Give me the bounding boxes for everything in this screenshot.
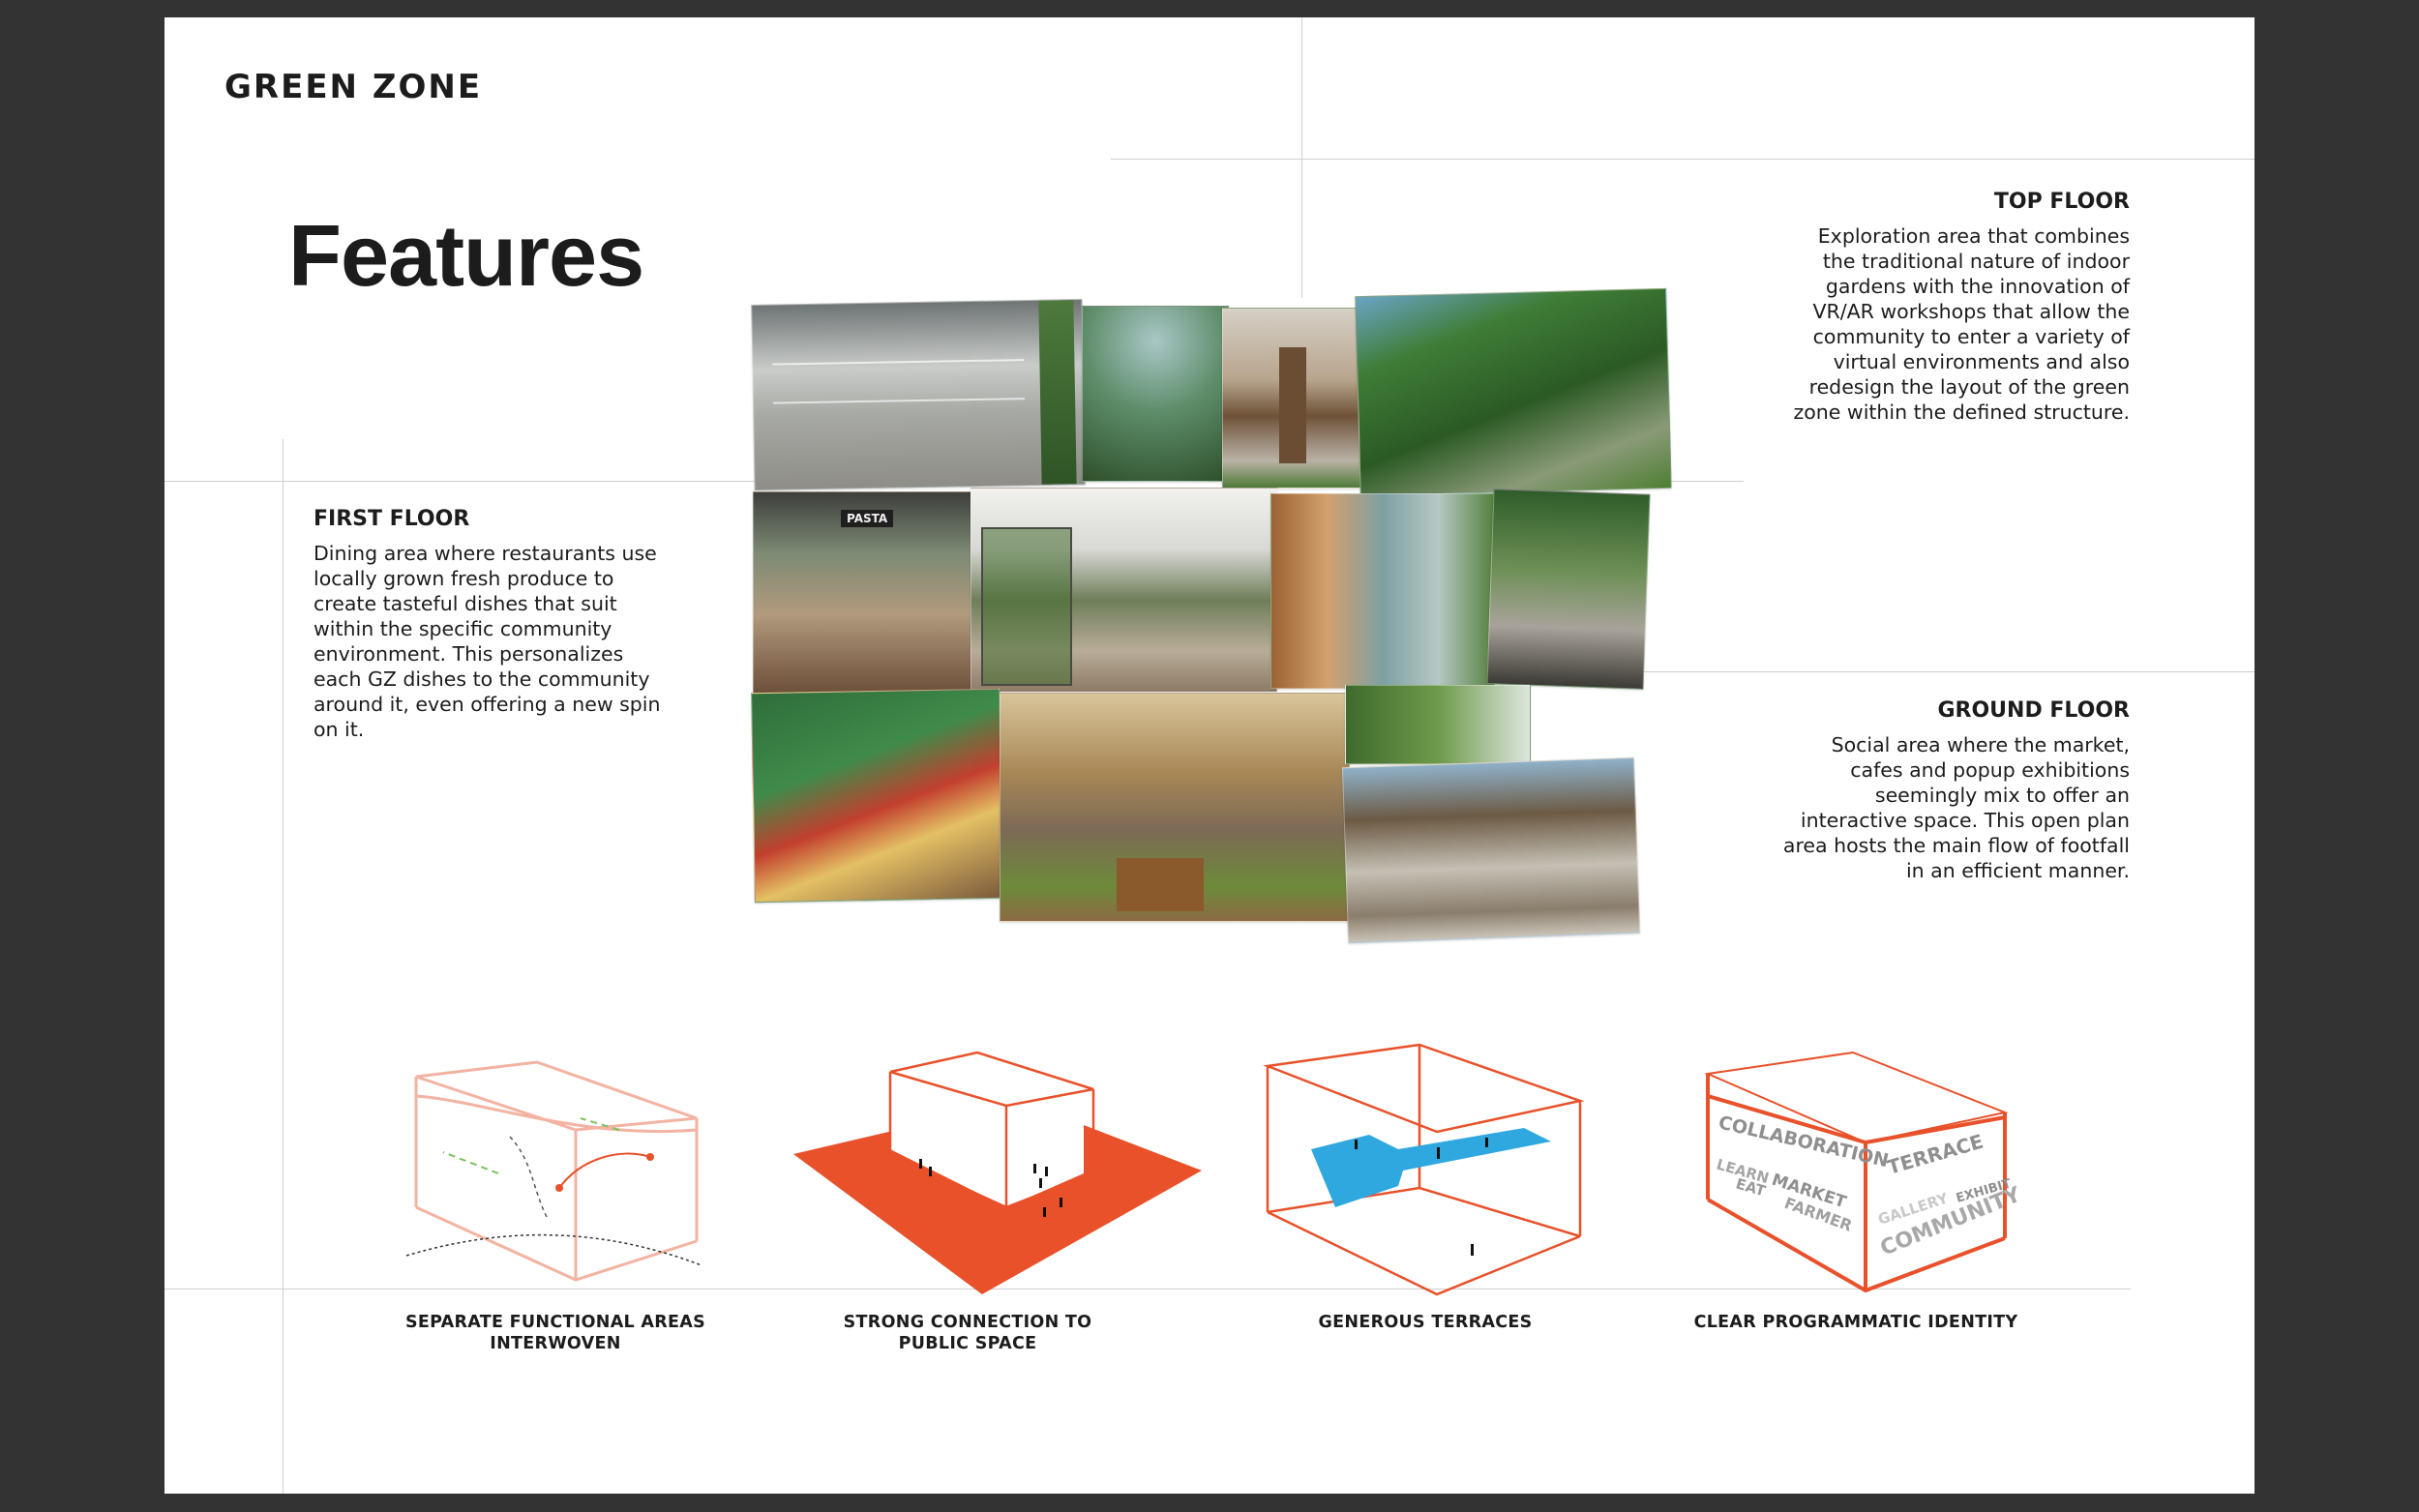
diagram-public-space	[793, 1051, 1202, 1294]
photo-lobby-trees	[1270, 493, 1495, 689]
flow-arrow	[507, 1134, 548, 1218]
divider	[1626, 671, 2255, 672]
person-figure	[1033, 1164, 1036, 1173]
diagram-caption: SEPARATE FUNCTIONAL AREAS INTERWOVEN	[405, 1313, 705, 1353]
node-dot	[646, 1153, 654, 1161]
photo-market-aisle	[751, 688, 1003, 904]
photo-outdoor-terrace	[1341, 756, 1641, 944]
person-figure	[1045, 1167, 1048, 1176]
divider	[164, 1289, 2131, 1290]
top-floor-title: TOP FLOOR	[1993, 190, 2130, 214]
diagram-terraces	[1263, 1043, 1585, 1296]
person-figure	[1471, 1244, 1474, 1256]
first-floor-block: FIRST FLOOR Dining area where restaurant…	[314, 507, 672, 742]
node-dot	[555, 1184, 563, 1192]
pasta-sign: PASTA	[841, 510, 894, 527]
person-figure	[1060, 1198, 1062, 1207]
connection-curve	[558, 1152, 651, 1189]
photo-cafe-greenery	[1486, 489, 1651, 690]
ground-floor-block: GROUND FLOOR Social area where the marke…	[1781, 698, 2130, 883]
divider	[1111, 159, 2255, 160]
photo-greenhouse-dome	[1082, 306, 1229, 482]
top-floor-block: TOP FLOOR Exploration area that combines…	[1781, 190, 2131, 425]
ground-floor-text: Social area where the market, cafes and …	[1782, 733, 2130, 882]
photo-food-market	[1000, 693, 1350, 922]
photo-green-wall	[1345, 685, 1531, 764]
photo-tree-atrium	[1222, 308, 1364, 489]
terrace-area	[1311, 1128, 1551, 1207]
diagram-programmatic-identity: COLLABORATION LEARN EAT MARKET FARMER TE…	[1704, 1051, 2017, 1293]
person-figure	[1355, 1140, 1358, 1149]
first-floor-title: FIRST FLOOR	[314, 507, 470, 531]
ground-arc	[405, 1233, 702, 1266]
divider	[1301, 17, 1302, 298]
flow-arrow	[442, 1151, 499, 1174]
diagram-caption: GENEROUS TERRACES	[1318, 1313, 1533, 1332]
photo-pasta-restaurant: PASTA	[753, 491, 972, 697]
photo-garden-path	[1355, 287, 1672, 497]
person-figure	[1039, 1178, 1042, 1188]
person-figure	[1043, 1207, 1046, 1217]
photo-plant-cafe	[971, 488, 1277, 693]
photo-office-atrium	[751, 299, 1086, 490]
flow-arrow	[580, 1117, 620, 1131]
brand-title: GREEN ZONE	[224, 68, 483, 106]
person-figure	[929, 1167, 932, 1176]
photo-collage: PASTA	[751, 287, 1672, 946]
diagram-separate-areas	[405, 1060, 702, 1282]
person-figure	[1485, 1138, 1488, 1147]
first-floor-text: Dining area where restaurants use locall…	[314, 542, 661, 741]
diagram-caption: CLEAR PROGRAMMATIC IDENTITY	[1693, 1313, 2018, 1332]
top-floor-text: Exploration area that combines the tradi…	[1793, 224, 2131, 424]
ground-floor-title: GROUND FLOOR	[1937, 698, 2130, 723]
person-figure	[1437, 1147, 1440, 1159]
person-figure	[919, 1159, 922, 1169]
diagram-caption: STRONG CONNECTION TO PUBLIC SPACE	[843, 1313, 1092, 1353]
page: GREEN ZONE Features FIRST FLOOR Dining a…	[164, 17, 2255, 1494]
page-title: Features	[288, 208, 644, 305]
divider	[283, 439, 284, 1494]
